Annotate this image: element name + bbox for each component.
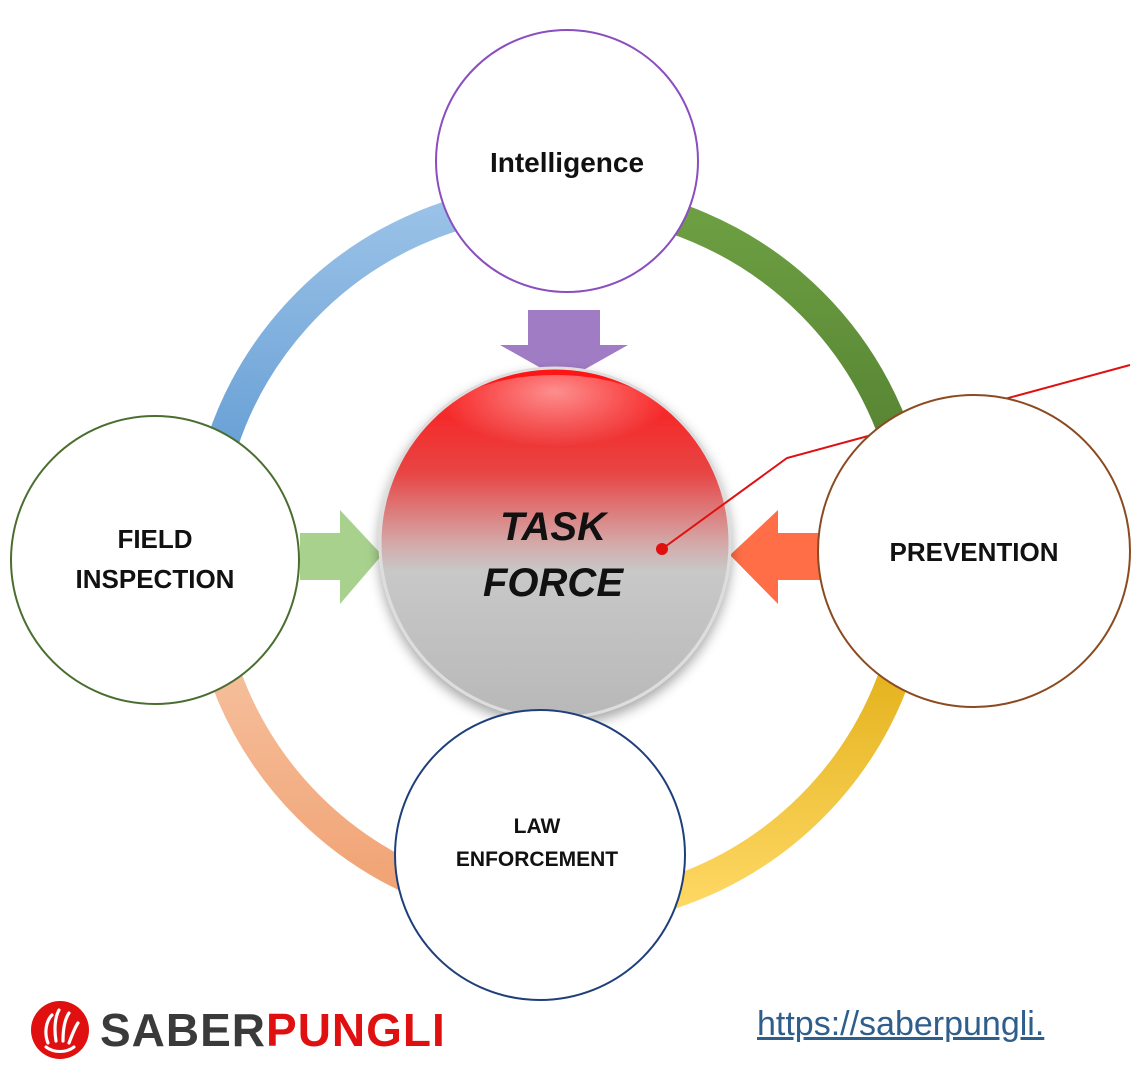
node-intelligence [435, 29, 699, 293]
node-intelligence-label: Intelligence [490, 147, 644, 178]
arrow-from-left [300, 510, 382, 604]
node-law-enforcement [394, 709, 686, 1001]
node-field-inspection-line2: INSPECTION [76, 564, 235, 594]
arrow-from-top [500, 310, 628, 381]
node-field-inspection-line1: FIELD [117, 524, 192, 554]
website-link[interactable]: https://saberpungli. [757, 1005, 1045, 1043]
arrow-from-right [730, 510, 820, 604]
center-label-line2: FORCE [483, 561, 624, 605]
connector-dot [656, 543, 668, 555]
connector-line [661, 364, 1131, 550]
hand-emblem-icon [31, 1001, 89, 1059]
node-law-enforcement-line1: LAW [514, 815, 561, 838]
node-field-inspection [10, 415, 300, 705]
logo-wordmark: SABERPUNGLI [100, 1004, 446, 1056]
center-node [378, 366, 732, 720]
node-law-enforcement-line2: ENFORCEMENT [456, 848, 618, 871]
node-prevention [817, 394, 1131, 708]
saberpungli-logo: SABERPUNGLI [30, 995, 446, 1065]
center-label-line1: TASK [500, 505, 609, 549]
node-prevention-label: PREVENTION [889, 537, 1058, 567]
